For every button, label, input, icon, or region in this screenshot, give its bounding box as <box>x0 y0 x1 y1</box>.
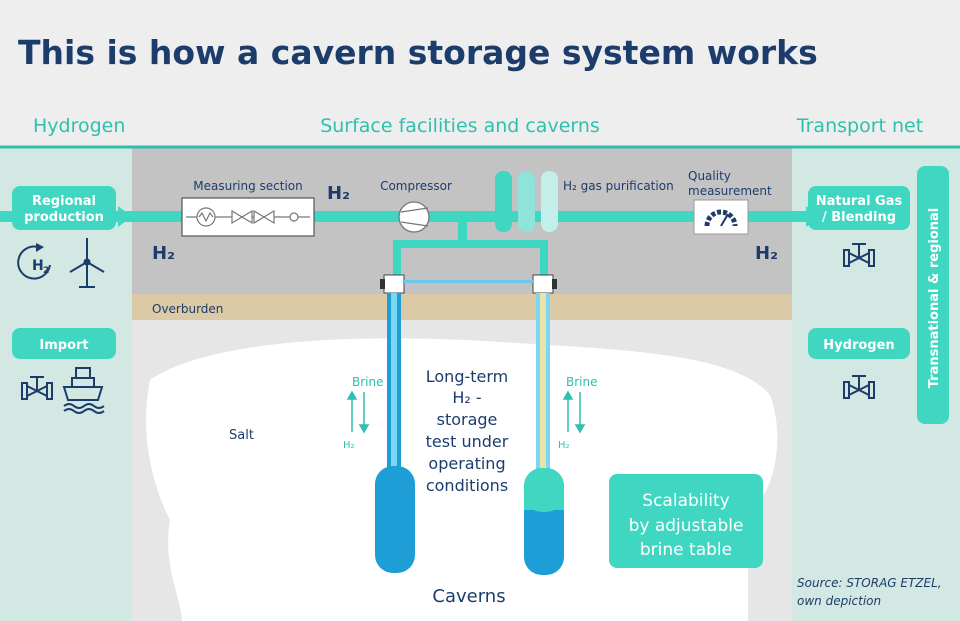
h2-cycle-icon: H 2 <box>17 243 51 280</box>
hydrogen-label: Hydrogen <box>823 338 894 353</box>
gauge-icon <box>704 209 738 227</box>
purification-columns <box>495 171 558 232</box>
h2-surface-label: H₂ <box>327 183 350 204</box>
branch-pipe-down <box>458 222 467 244</box>
quality-label-line1: Quality <box>688 169 731 183</box>
measuring-section-label: Measuring section <box>193 179 302 193</box>
salt-label: Salt <box>229 428 254 443</box>
quality-meter-box <box>693 199 749 235</box>
natural-gas-line1: Natural Gas <box>816 194 903 209</box>
header-surface: Surface facilities and caverns <box>320 115 600 137</box>
brine-arrows-left <box>346 390 370 434</box>
right-wellhead <box>532 274 557 294</box>
branch-pipe-right <box>540 244 548 276</box>
brine-right-label: Brine <box>566 375 598 389</box>
transport-net-bar <box>917 166 949 424</box>
valve-icon-hydrogen <box>843 375 875 399</box>
left-wellhead <box>380 274 405 294</box>
svg-text:brine table: brine table <box>640 540 732 560</box>
h2-output-label: H₂ <box>755 243 778 264</box>
svg-text:H₂ -: H₂ - <box>452 388 481 407</box>
compressor-icon <box>398 201 430 233</box>
svg-text:operating: operating <box>428 454 505 473</box>
page-title: This is how a cavern storage system work… <box>18 33 818 72</box>
transnational-regional-label: Transnational & regional <box>927 208 942 389</box>
import-box <box>12 328 116 359</box>
regional-production-box <box>12 186 116 230</box>
header-hydrogen: Hydrogen <box>33 115 125 137</box>
wind-turbine-icon <box>69 238 105 288</box>
right-cavern-gas-lower <box>524 492 564 510</box>
compressor-label: Compressor <box>380 179 452 193</box>
svg-text:2: 2 <box>43 266 49 276</box>
svg-text:Long-term: Long-term <box>426 367 509 386</box>
svg-text:Scalability: Scalability <box>642 491 729 511</box>
measuring-section-icon <box>186 207 310 227</box>
source-line1: Source: STORAG ETZEL, <box>797 576 942 590</box>
storage-test-text: Long-term H₂ - storage test under operat… <box>426 367 509 495</box>
brine-arrows-right <box>562 390 586 434</box>
regional-production-line2: production <box>24 210 104 225</box>
overburden-label: Overburden <box>152 302 223 316</box>
svg-text:H: H <box>32 258 44 274</box>
purification-label: H₂ gas purification <box>563 179 674 193</box>
branch-pipe-left <box>393 244 401 276</box>
h2-input-label: H₂ <box>152 243 175 264</box>
quality-label-line2: measurement <box>688 184 772 198</box>
valve-icon-natural-gas <box>843 243 875 267</box>
h2-left-label: H₂ <box>343 440 355 451</box>
right-borehole-inner <box>540 293 546 478</box>
branch-pipe-horizontal <box>393 240 548 248</box>
left-borehole-inner <box>391 293 397 478</box>
caverns-label: Caverns <box>432 586 505 607</box>
pipeline-arrow-left <box>118 206 132 227</box>
brine-left-label: Brine <box>352 375 384 389</box>
svg-text:by adjustable: by adjustable <box>629 516 744 536</box>
wellhead-connector <box>404 280 533 283</box>
left-cavern <box>375 466 415 573</box>
import-label: Import <box>39 338 88 353</box>
natural-gas-line2: / Blending <box>822 210 896 225</box>
h2-right-label: H₂ <box>558 440 570 451</box>
header-transport: Transport net <box>796 115 923 137</box>
hydrogen-box <box>808 328 910 359</box>
regional-production-line1: Regional <box>32 194 96 209</box>
svg-text:test under: test under <box>426 432 509 451</box>
svg-text:storage: storage <box>437 410 498 429</box>
scalability-box <box>609 474 763 568</box>
valve-icon-import <box>21 376 53 400</box>
title-band <box>0 0 960 148</box>
scalability-text: Scalability by adjustable brine table <box>629 491 744 560</box>
natural-gas-box <box>808 186 910 230</box>
overburden-layer <box>132 294 792 320</box>
svg-text:conditions: conditions <box>426 476 508 495</box>
ship-icon <box>62 367 105 414</box>
source-line2: own depiction <box>797 594 881 608</box>
